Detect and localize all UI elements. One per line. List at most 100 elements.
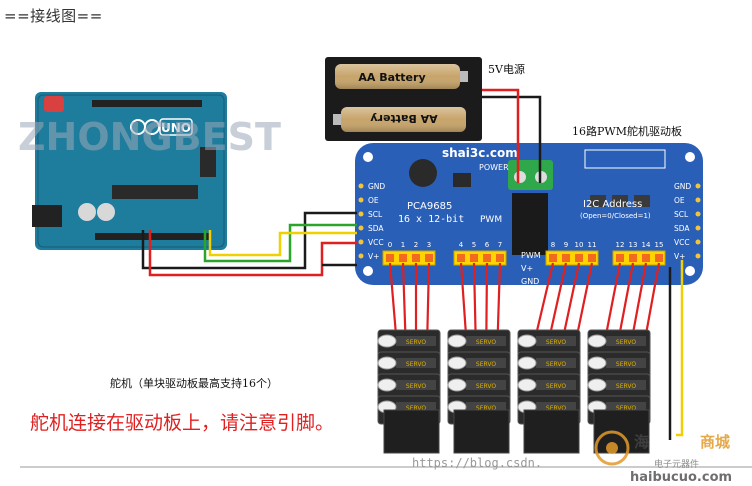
header-pin (412, 254, 420, 262)
header-pin (588, 254, 596, 262)
svg-text:SERVO: SERVO (476, 361, 496, 368)
channel-label: 13 (629, 241, 638, 249)
pwm-header-block (382, 250, 436, 266)
right-pin-vcc: VCC (674, 238, 690, 247)
svg-text:SERVO: SERVO (406, 383, 426, 390)
channel-label: 8 (551, 241, 555, 249)
svg-text:SERVO: SERVO (476, 339, 496, 346)
pwm-header-block (545, 250, 599, 266)
svg-text:SERVO: SERVO (406, 405, 426, 412)
left-pin-pad (358, 183, 364, 189)
header-pin (386, 254, 394, 262)
right-pin-scl: SCL (674, 210, 689, 219)
row-label-pwm: PWM (521, 251, 541, 260)
left-pin-pad (358, 197, 364, 203)
servo: SERVO (377, 351, 441, 381)
channel-label: 12 (616, 241, 625, 249)
left-pin-gnd: GND (368, 182, 385, 191)
header-pin (470, 254, 478, 262)
left-pin-pad (358, 239, 364, 245)
servo-body (453, 409, 510, 454)
board-power-label: POWER (479, 163, 509, 172)
brand-tag: 电子元器件 (654, 458, 699, 470)
chip-label: PCA9685 (407, 201, 452, 212)
pwm-label: PWM (480, 215, 502, 225)
channel-label: 1 (401, 241, 405, 249)
svg-text:UNO: UNO (161, 121, 191, 135)
pwm-header-block (612, 250, 666, 266)
svg-text:SERVO: SERVO (616, 405, 636, 412)
right-pin-pad (695, 183, 701, 189)
servo-array: SERVOSERVOSERVOSERVOSERVOSERVOSERVOSERVO… (377, 329, 651, 454)
right-pin-vplus: V+ (674, 252, 685, 261)
pwm-headers (382, 250, 666, 266)
battery-holder: AA Battery AA Battery (325, 57, 482, 141)
left-pin-oe: OE (368, 196, 379, 205)
right-edge-wires (668, 260, 684, 440)
reset-button (44, 96, 64, 112)
header-pin (655, 254, 663, 262)
servo-signal-wire (604, 262, 622, 336)
i2c-title: I2C Address (583, 199, 642, 210)
header-pin (575, 254, 583, 262)
header-pin (496, 254, 504, 262)
servo: SERVO (587, 351, 651, 381)
left-pin-vcc: VCC (368, 238, 384, 247)
i2c-wires (141, 211, 357, 277)
header-pin (399, 254, 407, 262)
servo: SERVO (377, 329, 441, 359)
left-pin-pad (358, 211, 364, 217)
svg-text:SERVO: SERVO (476, 405, 496, 412)
header-pin (483, 254, 491, 262)
servo-signal-wire (459, 262, 468, 336)
right-pin-gnd: GND (674, 182, 691, 191)
left-pin-vplus: V+ (368, 252, 379, 261)
svg-text:SERVO: SERVO (616, 383, 636, 390)
left-pin-pad (358, 253, 364, 259)
servo: SERVO (447, 351, 511, 381)
board-site: shai3c.com (442, 146, 518, 160)
arduino-logo: UNO (130, 118, 193, 136)
brand-watermark: 海 商城 电子元器件 haibucuo.com (594, 430, 732, 485)
header-pin (616, 254, 624, 262)
svg-text:SERVO: SERVO (616, 339, 636, 346)
power-label: 5V电源 (488, 62, 525, 76)
url-watermark: https://blog.csdn. (412, 456, 542, 470)
servo: SERVO (447, 373, 511, 403)
servo: SERVO (517, 351, 581, 381)
channel-label: 14 (642, 241, 651, 249)
svg-text:SERVO: SERVO (546, 361, 566, 368)
spec-label: 16 x 12-bit (398, 214, 464, 225)
channel-label: 0 (388, 241, 392, 249)
channel-label: 9 (564, 241, 568, 249)
svg-text:SERVO: SERVO (546, 339, 566, 346)
right-pin-pad (695, 253, 701, 259)
arduino-board: UNO ZHONGBEST (18, 92, 281, 250)
svg-text:SERVO: SERVO (546, 405, 566, 412)
channel-label: 4 (459, 241, 464, 249)
right-pin-pad (695, 225, 701, 231)
battery-label-top: AA Battery (358, 71, 425, 84)
header-pin (562, 254, 570, 262)
header-pin (425, 254, 433, 262)
channel-label: 7 (498, 241, 502, 249)
left-pin-sda: SDA (368, 224, 384, 233)
servo-signal-wire (388, 262, 398, 336)
channel-label: 6 (485, 241, 490, 249)
servo-signal-wire (534, 262, 555, 336)
header-pin (642, 254, 650, 262)
right-pin-pad (695, 211, 701, 217)
right-pin-pad (695, 197, 701, 203)
pwm-header-block (453, 250, 507, 266)
servo: SERVO (517, 373, 581, 403)
right-pin-sda: SDA (674, 224, 690, 233)
servo: SERVO (377, 373, 441, 403)
brand-url: haibucuo.com (630, 470, 732, 482)
servo-caption: 舵机（单块驱动板最高支持16个） (110, 376, 278, 390)
channel-label: 10 (575, 241, 584, 249)
warning-text: 舵机连接在驱动板上，请注意引脚。 (30, 412, 334, 434)
servo: SERVO (587, 373, 651, 403)
